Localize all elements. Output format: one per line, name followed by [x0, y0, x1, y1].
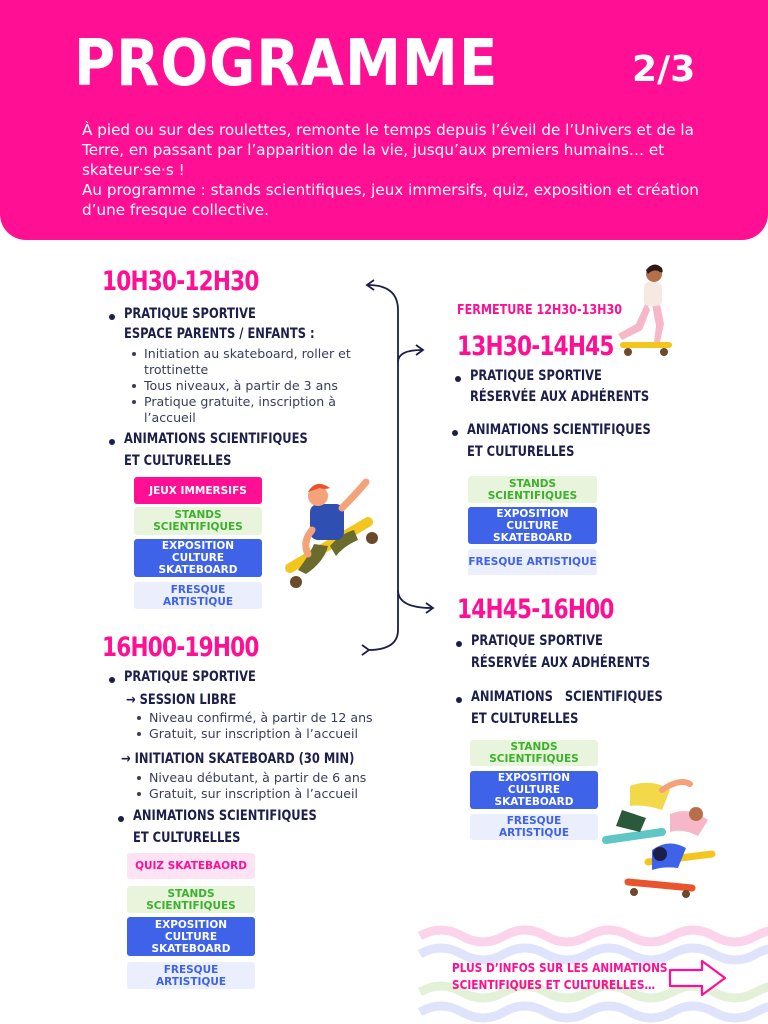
list-item: Niveau débutant, à partir de 6 ans	[135, 770, 395, 786]
slot2-sport-bullet	[455, 376, 461, 382]
slot4-anim-heading-2: ET CULTURELLES	[133, 830, 241, 846]
slot2-anim-bullet	[452, 430, 458, 436]
page-title: PROGRAMME	[74, 27, 499, 101]
intro-paragraph-1: À pied ou sur des roulettes, remonte le …	[82, 121, 694, 179]
slot1-anim-heading-2: ET CULTURELLES	[124, 453, 232, 469]
tag-fresque-artistique: FRESQUE ARTISTIQUE	[134, 582, 262, 609]
slot3-sport-heading-1: PRATIQUE SPORTIVE	[471, 633, 603, 649]
list-item: Gratuit, sur inscription à l’accueil	[135, 726, 395, 742]
tag-fresque-artistique: FRESQUE ARTISTIQUE	[127, 962, 255, 989]
slot4-initiation-skateboard: → INITIATION SKATEBOARD (30 MIN)	[121, 751, 355, 767]
list-item: Pratique gratuite, inscription à l’accue…	[130, 394, 370, 426]
tag-exposition-culture-skateboard: EXPOSITION CULTURE SKATEBOARD	[470, 771, 598, 809]
slot1-time: 10H30-12H30	[102, 266, 259, 297]
slot2-sport-heading-2: RÉSERVÉE AUX ADHÉRENTS	[470, 389, 650, 405]
slot3-sport-heading-2: RÉSERVÉE AUX ADHÉRENTS	[471, 655, 651, 671]
slot4-anim-heading-1: ANIMATIONS SCIENTIFIQUES	[133, 808, 317, 824]
intro-text: À pied ou sur des roulettes, remonte le …	[82, 120, 712, 220]
slot3-anim-heading-2: ET CULTURELLES	[471, 711, 579, 727]
skater-illustration-icon	[285, 478, 378, 588]
slot3-anim-bullet	[456, 697, 462, 703]
slot1-sport-list: Initiation au skateboard, roller et trot…	[130, 346, 370, 426]
more-info-link[interactable]: PLUS D’INFOS SUR LES ANIMATIONS SCIENTIF…	[452, 960, 668, 994]
slot3-sport-bullet	[456, 641, 462, 647]
tag-exposition-culture-skateboard: EXPOSITION CULTURE SKATEBOARD	[134, 539, 262, 577]
tag-stands-scientifiques: STANDS SCIENTIFIQUES	[127, 886, 255, 913]
closing-hours: FERMETURE 12H30-13H30	[457, 303, 623, 318]
slot1-sport-heading-2: ESPACE PARENTS / ENFANTS :	[124, 326, 315, 342]
slot4-session-libre: → SESSION LIBRE	[126, 692, 237, 708]
slot3-time: 14H45-16H00	[457, 594, 614, 625]
tag-exposition-culture-skateboard: EXPOSITION CULTURE SKATEBOARD	[127, 917, 255, 956]
skater-standing-illustration-icon	[618, 264, 672, 356]
slot4-sport-bullet	[109, 677, 115, 683]
tag-stands-scientifiques: STANDS SCIENTIFIQUES	[134, 507, 262, 535]
slot1-sport-heading-1: PRATIQUE SPORTIVE	[124, 306, 256, 322]
header-banner: PROGRAMME 2/3 À pied ou sur des roulette…	[0, 0, 768, 240]
slot2-anim-heading-2: ET CULTURELLES	[467, 444, 575, 460]
slot4-session1-list: Niveau confirmé, à partir de 12 ans Grat…	[135, 710, 395, 742]
tag-fresque-artistique: FRESQUE ARTISTIQUE	[468, 549, 597, 575]
slot2-sport-heading-1: PRATIQUE SPORTIVE	[470, 368, 602, 384]
intro-paragraph-2: Au programme : stands scientifiques, jeu…	[82, 181, 699, 219]
list-item: Niveau confirmé, à partir de 12 ans	[135, 710, 395, 726]
more-info-line-1: PLUS D’INFOS SUR LES ANIMATIONS	[452, 961, 668, 975]
more-info-line-2: SCIENTIFIQUES ET CULTURELLES…	[452, 978, 656, 992]
tag-exposition-culture-skateboard: EXPOSITION CULTURE SKATEBOARD	[468, 507, 597, 544]
arrow-right-icon[interactable]	[668, 958, 728, 998]
tag-jeux-immersifs: JEUX IMMERSIFS	[134, 477, 262, 504]
slot3-anim-heading-1: ANIMATIONS SCIENTIFIQUES	[471, 689, 663, 705]
list-item: Gratuit, sur inscription à l’accueil	[135, 786, 395, 802]
slot1-anim-heading-1: ANIMATIONS SCIENTIFIQUES	[124, 431, 308, 447]
slot4-anim-bullet	[118, 816, 124, 822]
skaters-group-illustration-icon	[602, 779, 716, 898]
list-item: Initiation au skateboard, roller et trot…	[130, 346, 370, 378]
decorative-waves-icon	[417, 925, 768, 1023]
slot1-anim-bullet	[109, 439, 115, 445]
page-number: 2/3	[632, 49, 696, 90]
slot4-session2-list: Niveau débutant, à partir de 6 ans Gratu…	[135, 770, 395, 802]
slot4-sport-heading: PRATIQUE SPORTIVE	[124, 669, 256, 685]
slot2-time: 13H30-14H45	[457, 331, 614, 362]
slot1-sport-bullet	[109, 314, 115, 320]
slot4-time: 16H00-19H00	[102, 632, 259, 663]
slot2-anim-heading-1: ANIMATIONS SCIENTIFIQUES	[467, 422, 651, 438]
tag-quiz-skateboard: QUIZ SKATEBAORD	[127, 853, 255, 879]
list-item: Tous niveaux, à partir de 3 ans	[130, 378, 370, 394]
tag-stands-scientifiques: STANDS SCIENTIFIQUES	[468, 476, 597, 503]
tag-fresque-artistique: FRESQUE ARTISTIQUE	[470, 814, 598, 840]
tag-stands-scientifiques: STANDS SCIENTIFIQUES	[470, 740, 598, 766]
